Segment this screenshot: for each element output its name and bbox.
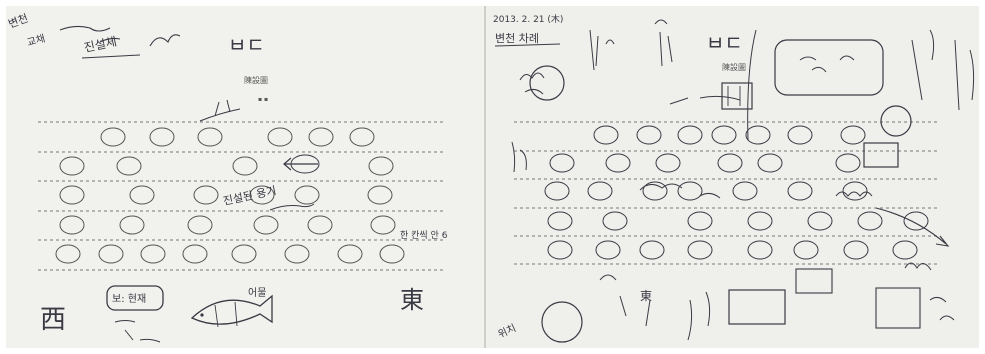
left-right-note: 한 칸씩 안 6 — [400, 230, 448, 241]
left-fish-note: 어물 — [248, 287, 266, 299]
left-small-print: ▪ ▪ — [258, 96, 268, 103]
left-marker-east: 東 — [400, 286, 424, 314]
right-page — [486, 6, 979, 348]
left-marker-west: 西 — [40, 305, 66, 335]
right-header-char: ㅂㄷ — [706, 31, 743, 55]
left-header-char: ㅂㄷ — [228, 33, 265, 57]
left-box-note: 보: 현재 — [112, 293, 146, 305]
left-center-title: 陳設圖 — [244, 75, 268, 85]
right-date: 2013. 2. 21 (木) — [493, 13, 563, 25]
right-center-title: 陳設圖 — [722, 62, 746, 72]
right-header-line1: 변천 차례 — [495, 31, 539, 45]
